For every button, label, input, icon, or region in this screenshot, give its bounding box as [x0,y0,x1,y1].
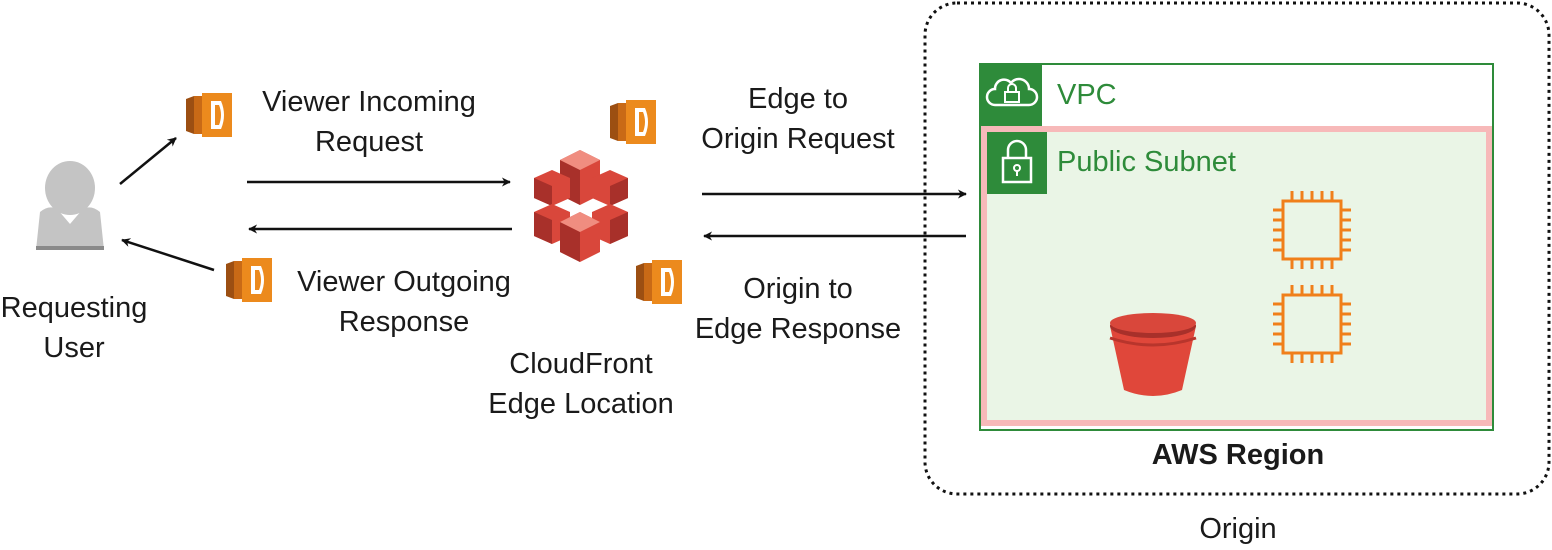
origin-response-line2: Edge Response [694,313,902,345]
lambda-function-icon [226,258,272,302]
cloudfront-icon [534,150,628,262]
origin-response-label: Origin to Edge Response [695,269,901,349]
origin-response-line1: Origin to [743,273,853,305]
user-icon [36,161,104,250]
origin-request-line2: Origin Request [701,123,895,155]
public-subnet-box [981,126,1492,426]
viewer-response-line1: Viewer Outgoing [297,266,511,298]
lambda-function-icon [636,260,682,304]
viewer-request-label: Viewer Incoming Request [262,82,476,162]
vpc-label: VPC [1057,79,1117,111]
viewer-response-label: Viewer Outgoing Response [297,262,511,342]
aws-region-label: AWS Region [1151,439,1325,471]
origin-request-line1: Edge to [748,83,848,115]
lambda-function-icon [186,93,232,137]
origin-label: Origin [1199,513,1277,545]
origin-request-label: Edge to Origin Request [701,79,894,159]
edge-location-line1: CloudFront [509,348,653,380]
lambda-function-icon [610,100,656,144]
requesting-user-label: Requesting User [1,288,148,368]
arrow-user-to-lambda [119,137,177,185]
padlock-icon [987,132,1047,194]
viewer-request-line2: Request [314,126,424,158]
requesting-user-line1: Requesting [0,292,148,324]
edge-location-label: CloudFront Edge Location [488,344,673,424]
cloud-lock-icon [980,64,1042,126]
origin-region-border [923,1,1551,496]
viewer-request-line1: Viewer Incoming [262,86,476,118]
viewer-response-line2: Response [338,306,470,338]
edge-location-line2: Edge Location [488,388,674,420]
s3-bucket-icon [1109,313,1197,396]
requesting-user-line2: User [43,332,105,364]
arrow-lambda-to-user [121,238,215,272]
public-subnet-label: Public Subnet [1057,146,1236,178]
